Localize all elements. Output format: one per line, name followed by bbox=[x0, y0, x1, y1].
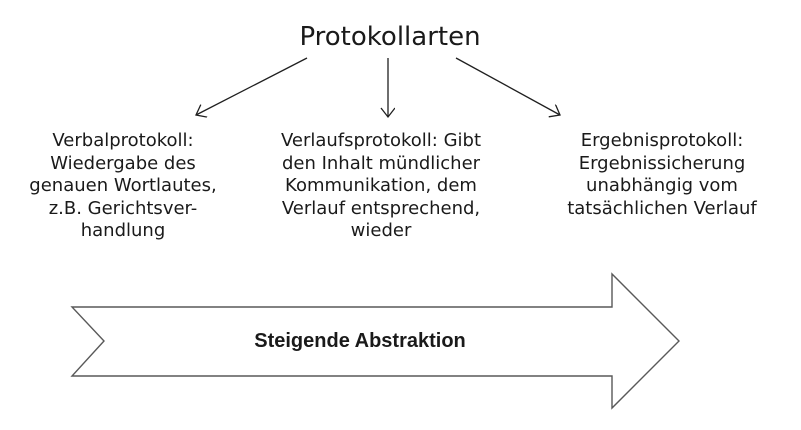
abstraction-banner-label: Steigende Abstraktion bbox=[254, 330, 466, 352]
node-text-line: Verbalprotokoll: bbox=[52, 130, 194, 151]
node-text-line: Ergebnissicherung bbox=[578, 152, 746, 174]
node-text-line: unabhängig vom bbox=[586, 175, 738, 196]
node-text-line: Ergebnisprotokoll: bbox=[580, 130, 744, 151]
node-text-line: tatsächlichen Verlauf bbox=[567, 197, 757, 219]
node-ergebnisprotokoll: Ergebnisprotokoll: Ergebnissicherung una… bbox=[527, 130, 797, 220]
arrow-down-right-icon bbox=[455, 57, 560, 115]
node-text-line: Verlaufsprotokoll: Gibt bbox=[280, 130, 482, 151]
node-text-line: z.B. Gerichtsver- bbox=[48, 197, 198, 219]
node-text-line: wieder bbox=[350, 220, 412, 241]
right-arrow-shape bbox=[70, 272, 680, 410]
node-text-line: handlung bbox=[80, 220, 166, 241]
arrow-down-left-icon bbox=[196, 57, 308, 115]
node-verlaufsprotokoll: Verlaufsprotokoll: Gibt den Inhalt mündl… bbox=[251, 130, 511, 243]
node-verbalprotokoll: Verbalprotokoll: Wiedergabe des genauen … bbox=[3, 130, 243, 243]
diagram-title: Protokollarten bbox=[299, 22, 481, 52]
node-text-line: genauen Wortlautes, bbox=[29, 175, 217, 196]
node-text-line: den Inhalt mündlicher bbox=[281, 152, 481, 174]
node-text-line: Kommunikation, dem bbox=[285, 175, 477, 196]
node-text-line: Wiedergabe des bbox=[50, 152, 196, 174]
node-text-line: Verlauf entsprechend, bbox=[281, 197, 481, 219]
